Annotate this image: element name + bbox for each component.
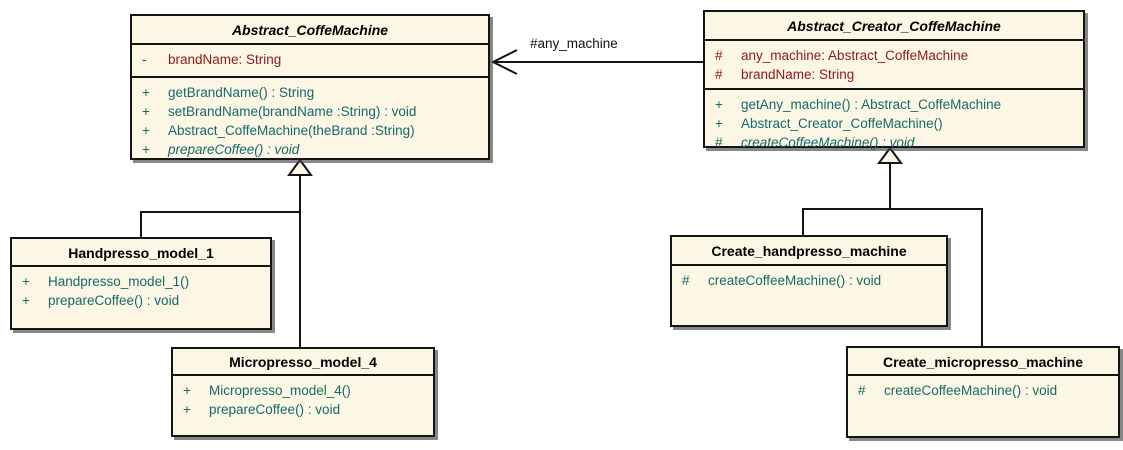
visibility-symbol: - — [142, 52, 147, 67]
generalization-triangle-icon — [287, 158, 313, 176]
visibility-symbol: + — [22, 274, 30, 289]
class-title: Create_micropresso_machine — [883, 354, 1083, 370]
visibility-symbol: # — [858, 383, 866, 398]
visibility-symbol: + — [142, 142, 150, 157]
visibility-symbol: + — [142, 104, 150, 119]
method-row: + Micropresso_model_4() — [179, 381, 427, 400]
method-row: + Handpresso_model_1() — [18, 272, 264, 291]
method-text: prepareCoffee() : void — [168, 142, 300, 157]
attribute-text: brandName: String — [168, 52, 282, 67]
attribute-row: # brandName: String — [711, 65, 1077, 84]
class-abstract-coffe-machine: Abstract_CoffeMachine - brandName: Strin… — [130, 14, 490, 160]
visibility-symbol: + — [22, 293, 30, 308]
visibility-symbol: + — [715, 116, 723, 131]
method-text: getAny_machine() : Abstract_CoffeMachine — [741, 97, 1002, 112]
method-text: getBrandName() : String — [168, 85, 315, 100]
visibility-symbol: + — [142, 123, 150, 138]
method-row: # createCoffeeMachine() : void — [854, 381, 1112, 400]
method-row: + prepareCoffee() : void — [179, 400, 427, 419]
method-text: createCoffeeMachine() : void — [741, 135, 915, 150]
methods-compartment: + Handpresso_model_1() + prepareCoffee()… — [12, 265, 270, 313]
method-text: prepareCoffee() : void — [209, 402, 341, 417]
class-title: Handpresso_model_1 — [68, 245, 214, 261]
association-role-label: #any_machine — [530, 36, 618, 51]
visibility-symbol: + — [183, 402, 191, 417]
method-text: createCoffeeMachine() : void — [884, 383, 1058, 398]
visibility-symbol: + — [183, 383, 191, 398]
method-text: createCoffeeMachine() : void — [708, 273, 882, 288]
method-text: prepareCoffee() : void — [48, 293, 180, 308]
method-row: + getAny_machine() : Abstract_CoffeMachi… — [711, 95, 1077, 114]
visibility-symbol: # — [715, 135, 723, 150]
attributes-compartment: - brandName: String — [132, 43, 488, 76]
methods-compartment: + Micropresso_model_4() + prepareCoffee(… — [173, 374, 433, 422]
class-create-micropresso-machine: Create_micropresso_machine # createCoffe… — [846, 346, 1120, 438]
attribute-row: - brandName: String — [138, 50, 482, 69]
association-open-arrowhead-icon — [490, 49, 518, 75]
attribute-text: any_machine: Abstract_CoffeMachine — [741, 48, 969, 63]
method-row: + getBrandName() : String — [138, 83, 482, 102]
method-text: Abstract_Creator_CoffeMachine() — [741, 116, 943, 131]
class-title: Abstract_Creator_CoffeMachine — [787, 18, 1001, 34]
class-create-handpresso-machine: Create_handpresso_machine # createCoffee… — [670, 235, 948, 327]
method-text: Micropresso_model_4() — [209, 383, 351, 398]
method-row: + setBrandName(brandName :String) : void — [138, 102, 482, 121]
methods-compartment: # createCoffeeMachine() : void — [672, 264, 946, 293]
method-row: + prepareCoffee() : void — [138, 140, 482, 159]
visibility-symbol: # — [682, 273, 690, 288]
methods-compartment: + getAny_machine() : Abstract_CoffeMachi… — [705, 88, 1083, 155]
methods-compartment: # createCoffeeMachine() : void — [848, 374, 1118, 403]
methods-compartment: + getBrandName() : String + setBrandName… — [132, 76, 488, 162]
method-row: # createCoffeeMachine() : void — [678, 271, 940, 290]
class-abstract-creator-coffe-machine: Abstract_Creator_CoffeMachine # any_mach… — [703, 10, 1085, 150]
method-text: Handpresso_model_1() — [48, 274, 190, 289]
method-row: + Abstract_CoffeMachine(theBrand :String… — [138, 121, 482, 140]
class-title: Micropresso_model_4 — [229, 354, 377, 370]
method-row: + prepareCoffee() : void — [18, 291, 264, 310]
method-text: Abstract_CoffeMachine(theBrand :String) — [168, 123, 415, 138]
visibility-symbol: + — [142, 85, 150, 100]
attributes-compartment: # any_machine: Abstract_CoffeMachine # b… — [705, 39, 1083, 88]
method-row: # createCoffeeMachine() : void — [711, 133, 1077, 152]
visibility-symbol: # — [715, 67, 723, 82]
visibility-symbol: + — [715, 97, 723, 112]
method-text: setBrandName(brandName :String) : void — [168, 104, 417, 119]
method-row: + Abstract_Creator_CoffeMachine() — [711, 114, 1077, 133]
attribute-text: brandName: String — [741, 67, 855, 82]
class-title: Create_handpresso_machine — [711, 243, 907, 259]
class-handpresso-model-1: Handpresso_model_1 + Handpresso_model_1(… — [10, 237, 272, 330]
class-title: Abstract_CoffeMachine — [231, 22, 389, 38]
attribute-row: # any_machine: Abstract_CoffeMachine — [711, 46, 1077, 65]
visibility-symbol: # — [715, 48, 723, 63]
class-micropresso-model-4: Micropresso_model_4 + Micropresso_model_… — [171, 347, 435, 437]
